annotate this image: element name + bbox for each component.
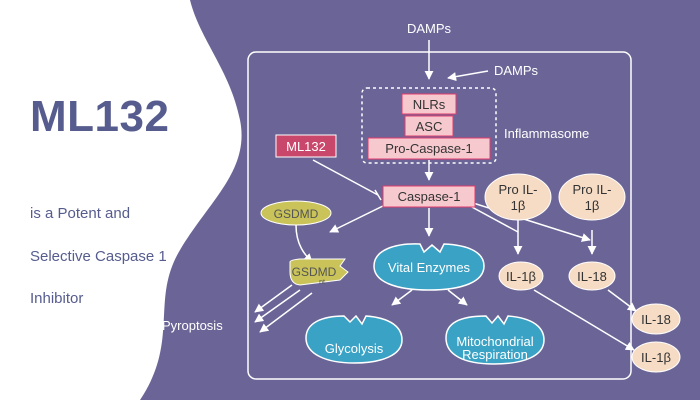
nlrs-box	[401, 93, 457, 115]
nlrs-label: NLRs	[413, 97, 446, 112]
pro-il18-line2: 1β	[585, 198, 600, 213]
arrow-pyroptosis-2	[254, 289, 301, 323]
out-il18-label: IL-18	[641, 312, 671, 327]
out-il1b-ellipse	[631, 341, 681, 373]
gsdmd-nt-label: GSDMD	[292, 265, 337, 279]
asc-box	[404, 115, 454, 137]
arrow-pyroptosis-1	[254, 284, 293, 313]
arrow-enzymes-glycolysis	[391, 289, 413, 306]
pro-il1b-line2: 1β	[511, 198, 526, 213]
ml132-box-label: ML132	[286, 139, 326, 154]
damps-top-label: DAMPs	[407, 21, 452, 36]
inflammasome-label: Inflammasome	[504, 126, 589, 141]
gsdmd-nt-shape	[289, 258, 349, 286]
pro-il18-ellipse	[558, 173, 626, 221]
arrow-enzymes-mito	[447, 289, 468, 306]
mito-label-line1: Mitochondrial	[456, 334, 533, 349]
description-line-3: Inhibitor	[30, 290, 84, 307]
vital-enzymes-shape	[373, 243, 485, 291]
caspase1-label: Caspase-1	[398, 189, 461, 204]
glycolysis-label: Glycolysis	[325, 341, 384, 356]
pro-caspase-box	[367, 137, 491, 160]
out-il18-ellipse	[631, 303, 681, 335]
pro-caspase-label: Pro-Caspase-1	[385, 141, 472, 156]
arrow-damps-side	[447, 70, 489, 82]
inhibition-bar	[374, 189, 382, 201]
glycolysis-shape	[305, 314, 403, 364]
gsdmd-label: GSDMD	[274, 207, 319, 221]
asc-label: ASC	[416, 119, 443, 134]
pyroptosis-label: Pyroptosis	[162, 318, 223, 333]
pro-il18-line1: Pro IL-	[572, 182, 611, 197]
pro-il1b-line1: Pro IL-	[498, 182, 537, 197]
ml132-box	[275, 134, 337, 158]
arrow-caspase-il1b	[469, 205, 519, 233]
out-il1b-label: IL-1β	[641, 350, 671, 365]
gsdmd-nt-sub: nt	[319, 279, 325, 286]
arrow-caspase-gsdmd	[329, 204, 386, 233]
pro-il1b-ellipse	[484, 173, 552, 221]
gsdmd-ellipse	[260, 200, 332, 226]
mito-label-line2: Respiration	[462, 347, 528, 362]
compound-title: ML132	[30, 92, 170, 141]
il1b-ellipse	[498, 261, 544, 291]
arrow-il18-out	[607, 289, 637, 312]
cell-boundary	[247, 51, 632, 380]
arrow-il1b-out	[533, 289, 635, 351]
vital-enzymes-label: Vital Enzymes	[388, 260, 471, 275]
caspase1-box	[382, 185, 476, 208]
mito-shape	[445, 314, 545, 365]
il18-label: IL-18	[577, 269, 607, 284]
damps-side-label: DAMPs	[494, 63, 539, 78]
il18-ellipse	[568, 261, 616, 291]
arrow-pyroptosis-3	[259, 292, 313, 333]
description-line-1: is a Potent and	[30, 205, 131, 222]
inhibition-line	[312, 159, 379, 196]
il1b-label: IL-1β	[506, 269, 536, 284]
description-line-2: Selective Caspase 1	[30, 248, 167, 265]
